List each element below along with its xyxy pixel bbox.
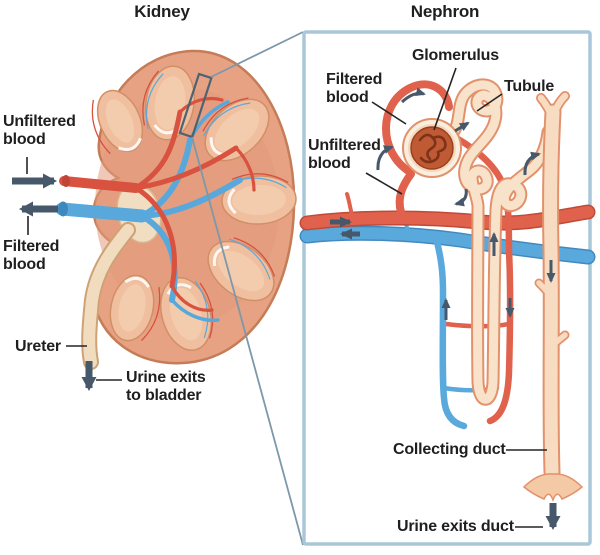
nephron-flow-arrows	[330, 87, 561, 530]
urine-exits-bladder-label: Urine exits to bladder	[126, 369, 206, 404]
label-pointer-lines	[26, 67, 547, 528]
collecting-duct-label: Collecting duct	[393, 441, 506, 458]
nephron-filtered-blood-label: Filtered blood	[326, 71, 383, 106]
nephron-zoom-box	[302, 30, 592, 546]
flow-arrow-icon	[454, 121, 470, 133]
zoom-indicator-rect	[178, 72, 213, 139]
nephron-title: Nephron	[410, 2, 480, 21]
zoom-connector-line-top	[210, 31, 304, 78]
tubule-label: Tubule	[504, 78, 555, 95]
renal-pyramid	[109, 274, 161, 342]
nephron-illustration	[299, 78, 596, 530]
tubule-loop-of-henle	[445, 78, 555, 406]
renal-pyramid	[221, 173, 297, 225]
duct-papilla	[522, 473, 584, 503]
kidney-filtered-blood-label: Filtered blood	[3, 238, 60, 273]
kidney-title: Kidney	[134, 2, 190, 21]
flow-arrow-icon	[376, 145, 394, 171]
vasa-recta-vein	[433, 238, 468, 430]
renal-pyramid	[91, 89, 144, 155]
flow-arrow-icon	[400, 87, 426, 104]
kidney-illustration	[55, 49, 297, 370]
afferent-arteriole	[395, 170, 415, 216]
ureter-tube	[81, 222, 136, 370]
collecting-duct-tube	[522, 91, 584, 503]
ureter-label: Ureter	[15, 338, 61, 355]
flow-arrow-icon	[523, 151, 541, 176]
nephron-unfiltered-blood-label: Unfiltered blood	[308, 137, 381, 172]
renal-artery	[59, 96, 256, 312]
kidney-flow-arrows	[12, 173, 97, 391]
vasa-recta-artery	[486, 248, 514, 425]
kidney-unfiltered-blood-label: Unfiltered blood	[3, 113, 76, 148]
flow-arrow-icon	[454, 188, 468, 207]
urine-exits-duct-label: Urine exits duct	[397, 518, 514, 535]
glomerulus-label: Glomerulus	[412, 47, 499, 64]
zoom-connector-line-bottom	[191, 136, 304, 546]
